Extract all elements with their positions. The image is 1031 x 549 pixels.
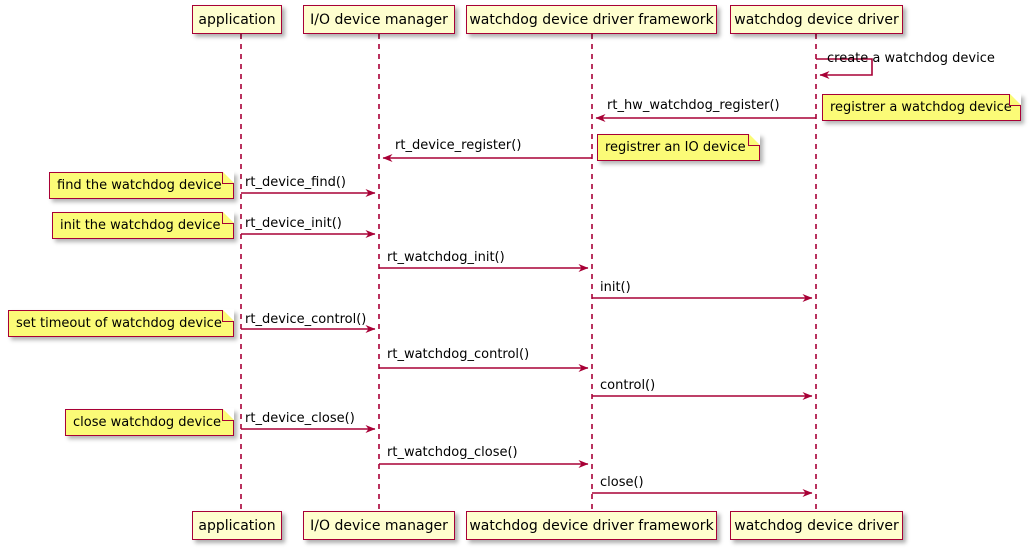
note-text: find the watchdog device bbox=[57, 178, 222, 193]
message-label-rt-device-close: rt_device_close() bbox=[245, 411, 355, 426]
note-find-the-watchdog-device[interactable]: find the watchdog device bbox=[49, 171, 234, 199]
message-label-rt-device-control: rt_device_control() bbox=[245, 312, 367, 327]
note-registrer-an-io-device[interactable]: registrer an IO device bbox=[597, 133, 760, 161]
note-text: set timeout of watchdog device bbox=[16, 316, 222, 331]
note-text: close watchdog device bbox=[73, 415, 221, 430]
participant-iodm-bottom[interactable]: I/O device manager bbox=[303, 511, 455, 540]
message-label-rt-watchdog-control: rt_watchdog_control() bbox=[387, 347, 530, 362]
message-label-rt-watchdog-init: rt_watchdog_init() bbox=[387, 250, 505, 265]
participant-iodm-top[interactable]: I/O device manager bbox=[303, 5, 455, 34]
note-fold-corner-icon bbox=[222, 211, 234, 224]
note-text: init the watchdog device bbox=[60, 218, 221, 233]
note-set-timeout-of-watchdog-device[interactable]: set timeout of watchdog device bbox=[8, 309, 234, 337]
participant-application-top[interactable]: application bbox=[192, 5, 282, 34]
participant-driver-top[interactable]: watchdog device driver bbox=[730, 5, 903, 34]
participant-label: watchdog device driver framework bbox=[469, 517, 714, 534]
participant-label: watchdog device driver bbox=[734, 11, 899, 28]
note-init-the-watchdog-device[interactable]: init the watchdog device bbox=[52, 211, 234, 239]
participant-label: I/O device manager bbox=[310, 11, 448, 28]
participant-label: application bbox=[198, 11, 276, 28]
message-arrows bbox=[241, 58, 873, 497]
message-label-close: close() bbox=[600, 475, 644, 490]
note-registrer-a-watchdog-device[interactable]: registrer a watchdog device bbox=[822, 93, 1021, 121]
participant-label: application bbox=[198, 517, 276, 534]
note-fold-corner-icon bbox=[748, 133, 760, 146]
note-text: registrer an IO device bbox=[605, 140, 746, 155]
note-fold-corner-icon bbox=[222, 309, 234, 322]
message-label-init: init() bbox=[600, 280, 631, 295]
participant-label: watchdog device driver bbox=[734, 517, 899, 534]
note-text: registrer a watchdog device bbox=[830, 100, 1012, 115]
message-label-rt-device-register: rt_device_register() bbox=[395, 138, 522, 153]
message-label-rt-hw-watchdog-register: rt_hw_watchdog_register() bbox=[607, 98, 780, 113]
participant-label: I/O device manager bbox=[310, 517, 448, 534]
note-fold-corner-icon bbox=[222, 408, 234, 421]
note-close-watchdog-device[interactable]: close watchdog device bbox=[65, 408, 234, 436]
note-fold-corner-icon bbox=[1009, 93, 1021, 106]
note-fold-corner-icon bbox=[222, 171, 234, 184]
message-label-create-a-watchdog-device: create a watchdog device bbox=[827, 51, 995, 66]
message-arrow-create-a-watchdog-device[interactable] bbox=[816, 58, 873, 79]
participant-framework-bottom[interactable]: watchdog device driver framework bbox=[466, 511, 717, 540]
message-label-rt-device-init: rt_device_init() bbox=[245, 216, 342, 231]
participant-label: watchdog device driver framework bbox=[469, 11, 714, 28]
message-label-control: control() bbox=[600, 378, 656, 393]
message-label-rt-watchdog-close: rt_watchdog_close() bbox=[387, 445, 518, 460]
participant-framework-top[interactable]: watchdog device driver framework bbox=[466, 5, 717, 34]
participant-driver-bottom[interactable]: watchdog device driver bbox=[730, 511, 903, 540]
message-label-rt-device-find: rt_device_find() bbox=[245, 175, 346, 190]
participant-application-bottom[interactable]: application bbox=[192, 511, 282, 540]
